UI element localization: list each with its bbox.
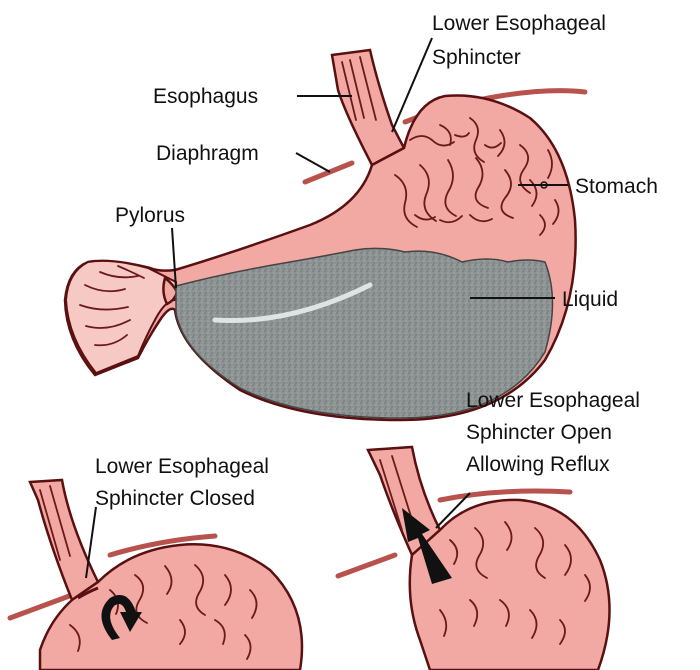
label-closed-line2: Sphincter Closed — [95, 487, 255, 510]
label-liquid: Liquid — [562, 288, 618, 311]
label-les-top-line2: Sphincter — [432, 46, 521, 69]
label-stomach: Stomach — [575, 175, 658, 198]
label-diaphragm: Diaphragm — [156, 142, 259, 165]
open-diaphragm-left — [338, 555, 395, 576]
closed-esophagus — [30, 480, 98, 600]
label-open-line2: Sphincter Open — [466, 421, 612, 444]
label-open-line3: Allowing Reflux — [466, 453, 610, 476]
label-esophagus: Esophagus — [153, 85, 258, 108]
label-closed-line1: Lower Esophageal — [95, 455, 269, 478]
diaphragm-left-band — [305, 163, 352, 182]
label-pylorus: Pylorus — [115, 204, 185, 227]
label-les-top-line1: Lower Esophageal — [432, 12, 606, 35]
open-diaphragm-right — [440, 491, 570, 500]
main-stomach-illustration — [65, 50, 585, 420]
sphincter-open-illustration — [338, 447, 610, 670]
diaphragm-leader — [296, 153, 330, 172]
label-open-line1: Lower Esophageal — [466, 389, 640, 412]
